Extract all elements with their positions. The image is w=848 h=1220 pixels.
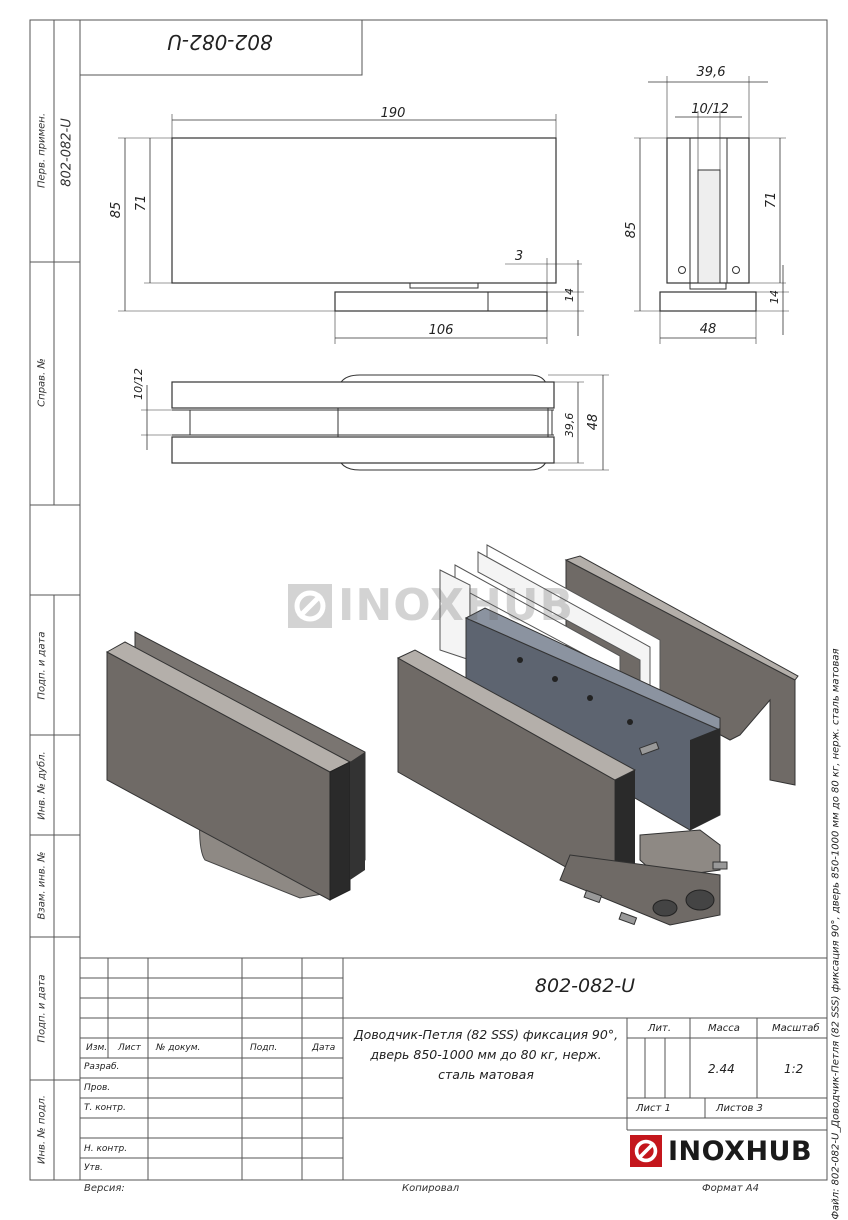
- header-podp: Подп.: [250, 1043, 278, 1053]
- role-utv: Утв.: [84, 1163, 103, 1173]
- drawing-number-rotated: 802-082-U: [167, 30, 273, 54]
- list-label: Лист 1: [636, 1103, 671, 1114]
- footer-versiya: Версия:: [84, 1183, 125, 1194]
- dim-side-base-width: 48: [700, 322, 717, 337]
- company-logo: INOXHUB: [630, 1131, 826, 1171]
- sidebar-vzam-inv: Взам. инв. №: [36, 851, 48, 920]
- title-block-drawing-number: 802-082-U: [534, 975, 636, 997]
- sidebar-podp-data-1: Подп. и дата: [36, 631, 48, 700]
- sidebar-perv-primen-label: Перв. примен.: [36, 112, 48, 189]
- massa-label: Масса: [708, 1023, 740, 1034]
- dim-front-height-total: 85: [109, 202, 124, 219]
- dim-top-outer: 48: [586, 414, 601, 431]
- title-block-grid: [80, 957, 827, 1180]
- dim-front-base-height: 14: [563, 288, 576, 302]
- title-block-description: Доводчик-Петля (82 SSS) фиксация 90°, дв…: [353, 1027, 619, 1082]
- logo-icon: [630, 1135, 662, 1167]
- logo-text: INOXHUB: [668, 1135, 813, 1167]
- dim-side-height-body: 71: [764, 192, 779, 209]
- masshtab-label: Масштаб: [772, 1023, 820, 1034]
- dim-side-width-total: 39,6: [697, 65, 726, 80]
- dim-top-slot: 10/12: [132, 368, 145, 400]
- role-n-kontr: Н. контр.: [84, 1144, 128, 1154]
- header-data: Дата: [312, 1043, 336, 1053]
- sidebar-podp-data-2: Подп. и дата: [36, 974, 48, 1043]
- header-doc-no: № докум.: [156, 1043, 201, 1053]
- file-caption: Файл: 802-082-U_Доводчик-Петля (82 SSS) …: [830, 648, 842, 1220]
- dim-top-inner: 39,6: [563, 413, 576, 438]
- footer-format: Формат А4: [702, 1183, 759, 1194]
- watermark-text: INOXHUB: [338, 580, 575, 631]
- header-izm: Изм.: [86, 1043, 108, 1053]
- masshtab-value: 1:2: [784, 1062, 804, 1076]
- role-prov: Пров.: [84, 1083, 111, 1093]
- dim-front-gap: 3: [515, 249, 523, 264]
- side-view: [634, 76, 789, 344]
- dim-front-height-body: 71: [134, 195, 149, 212]
- iso-assembled-view: [105, 631, 366, 901]
- top-view: [141, 374, 609, 471]
- sidebar-inv-podl: Инв. № подл.: [36, 1095, 48, 1164]
- iso-exploded-view: [396, 544, 799, 926]
- front-view: [118, 114, 584, 344]
- dim-side-height-total: 85: [624, 222, 639, 239]
- dim-side-base-height: 14: [768, 290, 781, 304]
- dim-front-base-width: 106: [429, 323, 454, 338]
- header-list: Лист: [118, 1043, 141, 1053]
- watermark-logo-icon: [288, 583, 332, 628]
- lit-label: Лит.: [648, 1023, 672, 1034]
- sidebar-inv-dubl: Инв. № дубл.: [36, 751, 48, 820]
- footer-kopiroval: Копировал: [402, 1183, 460, 1194]
- watermark: INOXHUB: [288, 580, 574, 631]
- massa-value: 2.44: [708, 1062, 735, 1076]
- role-razrab: Разраб.: [84, 1062, 120, 1072]
- listov-label: Листов 3: [716, 1103, 763, 1114]
- dim-side-slot: 10/12: [691, 102, 728, 117]
- role-t-kontr: Т. контр.: [84, 1103, 126, 1113]
- sidebar-sprav-label: Справ. №: [36, 358, 48, 407]
- dim-front-width: 190: [381, 106, 406, 121]
- sidebar-perv-primen-value: 802-082-U: [59, 118, 75, 187]
